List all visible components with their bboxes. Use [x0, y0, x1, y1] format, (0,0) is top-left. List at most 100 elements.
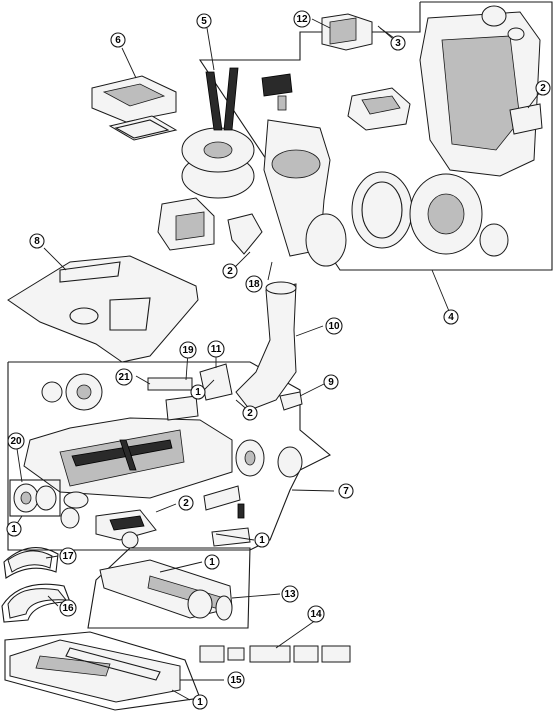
callout-circle	[535, 80, 551, 96]
hose-part	[235, 281, 297, 411]
callout-number: 1	[197, 697, 203, 708]
callout-number: 19	[182, 345, 194, 356]
callout-number: 3	[395, 38, 401, 49]
callout-circle	[222, 263, 238, 279]
callout-number: 2	[540, 83, 546, 94]
callout-9: 9	[323, 374, 339, 390]
callout-circle	[390, 35, 406, 51]
callout-circle	[281, 585, 299, 603]
callout-number: 20	[10, 436, 22, 447]
callout-number: 9	[328, 377, 334, 388]
callout-number: 1	[259, 535, 265, 546]
callout-3: 3	[390, 35, 406, 51]
callout-12: 12	[293, 10, 311, 28]
callout-circle	[245, 275, 263, 293]
base-parts	[23, 363, 303, 499]
callout-19: 19	[179, 341, 197, 359]
callout-number: 6	[115, 35, 121, 46]
callout-number: 12	[296, 14, 308, 25]
small-base-parts	[60, 485, 251, 549]
callout-14: 14	[307, 605, 325, 623]
callout-1: 1	[190, 384, 206, 400]
callout-circle	[307, 605, 325, 623]
upper-assembly-outline	[198, 1, 553, 271]
belt-large-part	[1, 583, 71, 623]
callout-circle	[7, 432, 25, 450]
callout-20: 20	[7, 432, 25, 450]
callout-8: 8	[29, 233, 45, 249]
callout-number: 15	[230, 675, 242, 686]
callout-circle	[443, 309, 459, 325]
callout-7: 7	[338, 483, 354, 499]
callout-1: 1	[6, 521, 22, 537]
callout-circle	[325, 317, 343, 335]
belt-part	[3, 547, 59, 579]
callout-number: 18	[248, 279, 260, 290]
callout-circle	[110, 32, 126, 48]
callout-1: 1	[192, 694, 208, 710]
callout-circle	[338, 483, 354, 499]
light-strip-part	[199, 645, 351, 663]
callout-number: 11	[211, 344, 222, 355]
callout-number: 21	[118, 372, 130, 383]
callout-2: 2	[535, 80, 551, 96]
callout-17: 17	[59, 547, 77, 565]
callout-4: 4	[443, 309, 459, 325]
callout-number: 1	[11, 524, 17, 535]
callout-18: 18	[245, 275, 263, 293]
callout-5: 5	[196, 13, 212, 29]
callout-circle	[227, 671, 245, 689]
callout-10: 10	[325, 317, 343, 335]
callout-circle	[190, 384, 206, 400]
callout-circle	[242, 405, 258, 421]
callout-number: 10	[328, 321, 340, 332]
base-assembly-outline	[7, 361, 331, 551]
callout-circle	[323, 374, 339, 390]
callout-number: 1	[195, 387, 201, 398]
callout-circle	[115, 368, 133, 386]
callout-6: 6	[110, 32, 126, 48]
callout-circle	[207, 340, 225, 358]
callout-circle	[29, 233, 45, 249]
filter-part	[91, 75, 178, 141]
callout-2: 2	[178, 495, 194, 511]
hood-part	[7, 255, 199, 363]
callout-number: 13	[284, 589, 296, 600]
callout-number: 5	[201, 16, 207, 27]
callout-number: 2	[247, 408, 253, 419]
callout-number: 4	[448, 312, 454, 323]
hose-adapter-part	[321, 13, 393, 51]
motor-housing-part	[227, 5, 543, 267]
callout-circle	[59, 599, 77, 617]
dirt-cup-part	[157, 67, 255, 251]
callout-1: 1	[254, 532, 270, 548]
callout-circle	[178, 495, 194, 511]
callout-circle	[196, 13, 212, 29]
callout-21: 21	[115, 368, 133, 386]
callout-15: 15	[227, 671, 245, 689]
callout-circle	[179, 341, 197, 359]
callout-2: 2	[242, 405, 258, 421]
callout-number: 8	[34, 236, 40, 247]
callout-number: 2	[227, 266, 233, 277]
callout-circle	[59, 547, 77, 565]
callout-circle	[293, 10, 311, 28]
callout-13: 13	[281, 585, 299, 603]
callout-number: 17	[62, 551, 74, 562]
callout-2: 2	[222, 263, 238, 279]
callout-circle	[254, 532, 270, 548]
callout-circle	[6, 521, 22, 537]
bottom-plate-part	[9, 639, 181, 703]
callout-number: 16	[62, 603, 74, 614]
callout-circle	[204, 554, 220, 570]
callout-16: 16	[59, 599, 77, 617]
callout-circle	[192, 694, 208, 710]
callout-1: 1	[204, 554, 220, 570]
callout-11: 11	[207, 340, 225, 358]
callout-number: 1	[209, 557, 215, 568]
brushroll-part	[99, 559, 233, 621]
wheel-part	[9, 479, 61, 517]
callout-number: 7	[343, 486, 349, 497]
